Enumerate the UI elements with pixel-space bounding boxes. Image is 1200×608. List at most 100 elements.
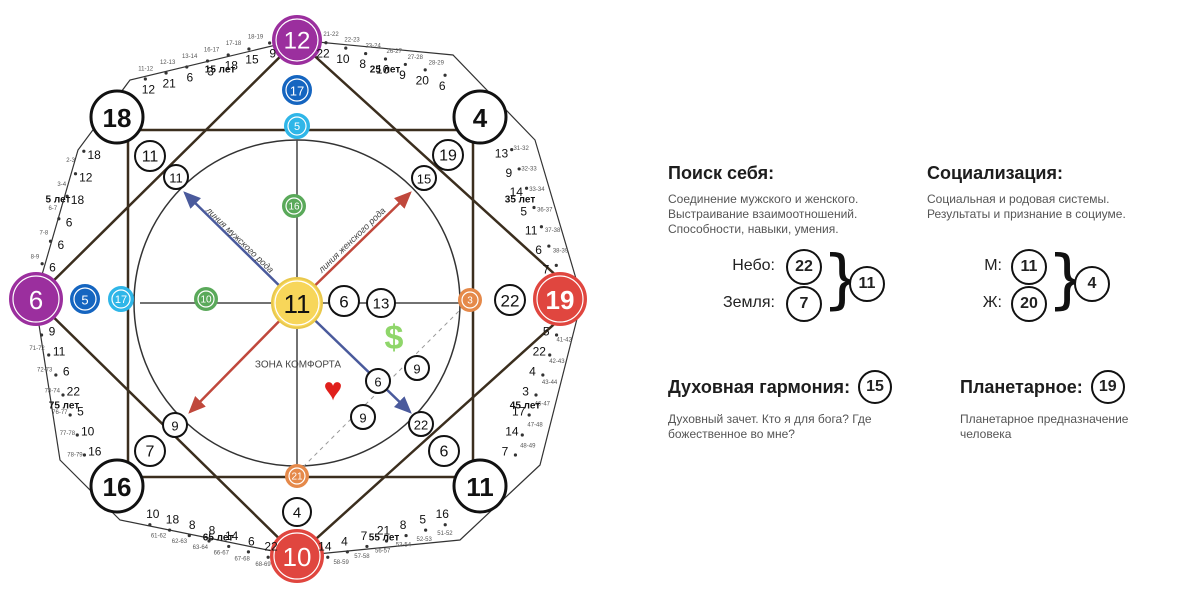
ring-left-upper-tick: [48, 239, 53, 243]
ring-top-right-num: 16: [376, 63, 390, 77]
corner-tr-1-value: 19: [439, 148, 457, 165]
inner-left-1-value: 5: [81, 293, 88, 308]
inner-top-1-value: 17: [290, 84, 304, 99]
f-value: 20: [1011, 286, 1047, 322]
ring-bottom-right-num: 16: [436, 507, 450, 521]
ring-right-lower-num: 7: [502, 444, 509, 458]
ring-top-right-tick: [423, 68, 427, 72]
ring-left-lower-tick: [39, 333, 44, 337]
ring-top-right-num: 20: [416, 73, 430, 87]
section-socialization: Социализация: Социальная и родовая систе…: [927, 162, 1167, 222]
ring-right-lower-tick: [554, 333, 559, 337]
ring-top-left-num: 12: [142, 83, 156, 97]
social-desc-1: Социальная и родовая системы.: [927, 192, 1110, 206]
ring-right-lower-num: 17: [512, 404, 526, 418]
ring-top-left-tick: [247, 47, 251, 51]
diag-2-value: 6: [374, 375, 381, 390]
inner-top-1-ring: [285, 78, 309, 102]
ring-bottom-left-tick: [187, 533, 191, 538]
corner-bl-1-value: 9: [171, 419, 178, 434]
ring-bottom-left-range: 63-64: [193, 545, 209, 551]
ring-top-left-num: 18: [225, 59, 239, 73]
ring-bottom-left-tick: [227, 544, 231, 549]
inner-left-3-value: 10: [200, 295, 212, 306]
inner-right-2-value: 13: [373, 296, 390, 313]
ring-left-upper-num: 6: [66, 216, 73, 230]
age-a75: 75 лет: [49, 401, 80, 412]
male-arrow-down: [296, 302, 412, 414]
ring-left-lower-tick: [47, 353, 51, 357]
ring-right-lower-tick: [534, 393, 538, 397]
ring-top-left-num: 9: [269, 47, 276, 61]
center-ring: [274, 280, 320, 326]
ring-right-upper-num: 13: [495, 147, 509, 161]
corner-br-2-value: 6: [440, 444, 449, 461]
ring-top-right-range: 27-28: [408, 55, 424, 61]
ring-right-upper-range: 32-33: [521, 166, 537, 172]
corner-tl-1-circle: [134, 140, 166, 172]
ring-right-lower-range: 47-48: [527, 422, 543, 428]
corner-br-2-circle: [428, 435, 460, 467]
ring-bottom-left-range: 66-67: [214, 551, 230, 557]
ring-bottom-left-num: 18: [166, 513, 180, 527]
ring-top-left-tick: [226, 53, 230, 57]
corner-tr-2-value: 15: [417, 172, 431, 187]
ring-right-upper-tick: [517, 167, 521, 171]
inner-bottom-2-circle: [282, 497, 312, 527]
diag-3-circle: [350, 404, 376, 430]
ring-bottom-left-num: 8: [209, 523, 216, 537]
female-arrow-up: [296, 191, 412, 304]
ring-left-upper-num: 6: [49, 261, 56, 275]
big-br-circle: [452, 458, 508, 514]
ring-left-lower-range: 71-72: [29, 346, 45, 352]
ring-bottom-left-tick: [207, 539, 211, 543]
inner-left-2-ring: [111, 289, 131, 309]
ring-right-upper-tick: [510, 148, 514, 152]
big-right-ring: [536, 275, 584, 323]
ring-bottom-right-range: 56-57: [375, 548, 391, 554]
big-top-ring: [275, 18, 319, 62]
age-a65: 65 лет: [203, 533, 234, 544]
ring-bottom-right-tick: [384, 539, 389, 543]
spirit-value: 15: [858, 370, 893, 404]
ring-bottom-right-tick: [404, 533, 408, 538]
ring-left-lower-range: 72-73: [37, 367, 53, 373]
ring-left-lower-num: 22: [67, 384, 81, 398]
ring-left-upper-num: 18: [87, 148, 101, 162]
diag-3-value: 9: [359, 411, 366, 426]
m-value: 11: [1011, 249, 1047, 285]
ring-right-upper-range: 31-32: [513, 146, 529, 152]
search-self-desc-3: Способности, навыки, умения.: [668, 222, 839, 236]
ring-right-upper-tick: [554, 263, 558, 267]
ring-top-left-range: 16-17: [204, 47, 220, 53]
ring-top-left-tick: [268, 41, 272, 45]
big-left-ring: [12, 275, 60, 323]
big-tr-circle: [452, 89, 508, 145]
ring-left-lower-range: 78-79: [67, 452, 83, 458]
big-tl-value: 18: [103, 103, 132, 133]
ring-right-lower-range: 48-49: [520, 444, 536, 450]
ring-top-right-tick: [364, 51, 368, 56]
ring-bottom-right-num: 21: [377, 523, 391, 537]
ring-top-right-tick: [344, 46, 348, 50]
spirit-desc-2: божественное во мне?: [668, 427, 795, 441]
heart-icon: ♥: [324, 371, 343, 407]
ring-right-lower-range: 46-47: [535, 401, 551, 407]
center-value: 11: [284, 289, 311, 319]
section-search-self: Поиск себя: Соединение мужского и женско…: [668, 162, 918, 237]
ring-top-left-tick: [143, 77, 147, 81]
ring-right-upper-num: 6: [535, 243, 542, 257]
ring-left-upper-range: 3-4: [57, 182, 66, 188]
planet-desc-1: Планетарное предназначение: [960, 412, 1129, 426]
diag-1-value: 9: [413, 362, 420, 377]
ring-top-right-range: 22-23: [344, 38, 360, 44]
ring-right-upper-tick: [524, 186, 529, 190]
big-tl-circle: [89, 89, 145, 145]
ring-bottom-right-num: 5: [419, 513, 426, 527]
ring-bottom-right-range: 52-53: [417, 537, 433, 543]
section-spiritual: Духовная гармония: 15 Духовный зачет. Кт…: [668, 370, 938, 442]
social-desc-2: Результаты и признание в социуме.: [927, 207, 1126, 221]
ring-top-left-tick: [185, 65, 189, 69]
ring-left-upper-range: 7-8: [40, 230, 49, 236]
ring-right-lower-tick: [527, 413, 531, 417]
